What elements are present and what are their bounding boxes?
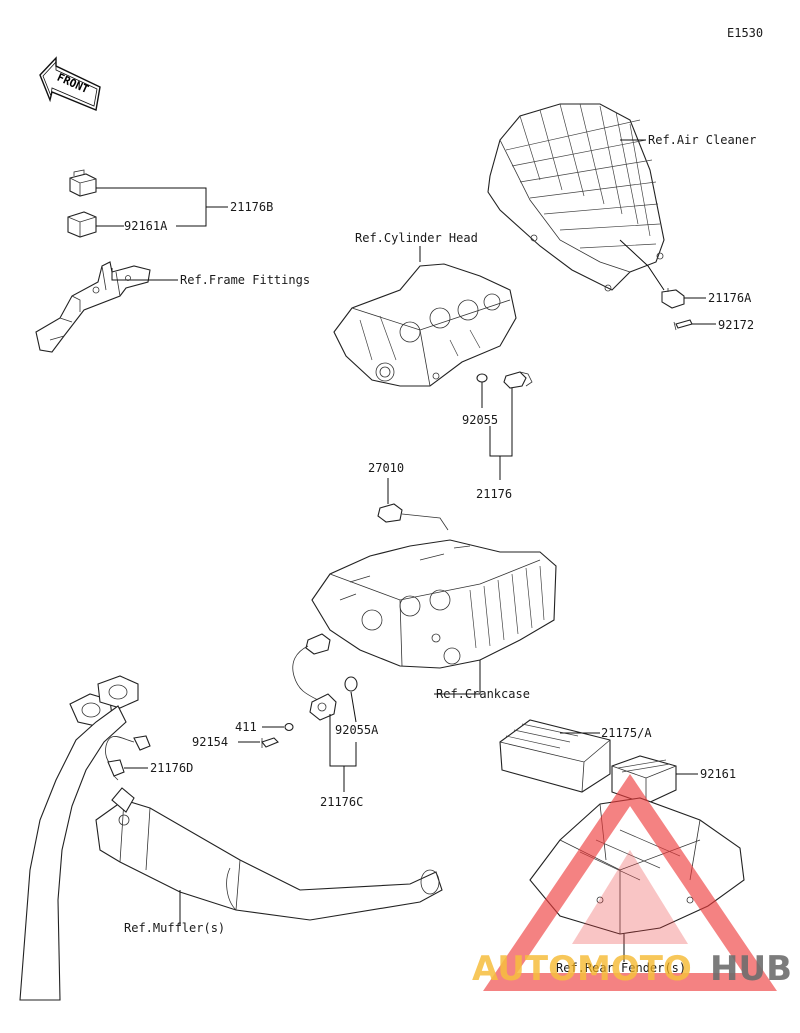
switch-27010-part <box>377 503 449 531</box>
cylinder-head-part <box>333 263 517 387</box>
label-21176A: 21176A <box>708 291 752 305</box>
label-ref-fender: Ref.Rear Fender(s) <box>556 961 686 975</box>
ecu-21175A-part <box>499 719 611 793</box>
sensor-21176-part <box>503 371 533 389</box>
leader-frame <box>111 268 178 281</box>
watermark-logo-icon: AUTOMOTO HUB <box>472 773 792 991</box>
leader-air-to-sensor <box>619 239 665 291</box>
screw-92172-part <box>673 319 693 331</box>
label-21176B: 21176B <box>230 200 273 214</box>
label-92161: 92161 <box>700 767 736 781</box>
front-arrow-icon: FRONT <box>39 56 101 111</box>
label-ref-crank: Ref.Crankcase <box>436 687 530 701</box>
bolt-92154-part <box>261 737 279 748</box>
label-ref-cyl: Ref.Cylinder Head <box>355 231 478 245</box>
frame-bracket-part <box>35 261 151 353</box>
label-ref-muffler: Ref.Muffler(s) <box>124 921 225 935</box>
washer-92055-part <box>476 373 488 383</box>
label-ref-frame: Ref.Frame Fittings <box>180 273 310 287</box>
label-92172: 92172 <box>718 318 754 332</box>
exhaust-muffler-part <box>19 675 443 1001</box>
label-21175A: 21175/A <box>601 726 652 740</box>
label-92055: 92055 <box>462 413 498 427</box>
label-411: 411 <box>235 720 257 734</box>
label-ref-air: Ref.Air Cleaner <box>648 133 756 147</box>
oxygen-sensor-21176D-part <box>105 735 151 781</box>
label-21176: 21176 <box>476 487 512 501</box>
sensor-21176C-part <box>292 633 337 721</box>
watermark-part1: AUTOMOTO <box>472 949 692 989</box>
watermark-part2: HUB <box>710 949 792 989</box>
leader-92055-21176 <box>481 382 513 480</box>
air-cleaner-part <box>487 103 665 292</box>
label-27010: 27010 <box>368 461 404 475</box>
label-92154: 92154 <box>192 735 228 749</box>
leader-crank <box>434 660 481 695</box>
oring-92055A-part <box>344 676 358 692</box>
rear-fender-part <box>529 797 745 935</box>
washer-411-part <box>284 722 294 732</box>
sensor-21176A-part <box>661 288 685 309</box>
leader-21176C <box>329 714 357 792</box>
rubber-92161A-part <box>67 211 97 238</box>
label-21176C: 21176C <box>320 795 363 809</box>
leader-21176B <box>96 187 228 227</box>
crankcase-part <box>311 539 557 669</box>
label-92161A: 92161A <box>124 219 168 233</box>
diagram-code: E1530 <box>727 26 763 40</box>
label-92055A: 92055A <box>335 723 379 737</box>
label-21176D: 21176D <box>150 761 193 775</box>
relay-21176B-part <box>69 169 97 197</box>
leader-92055A <box>350 691 357 723</box>
